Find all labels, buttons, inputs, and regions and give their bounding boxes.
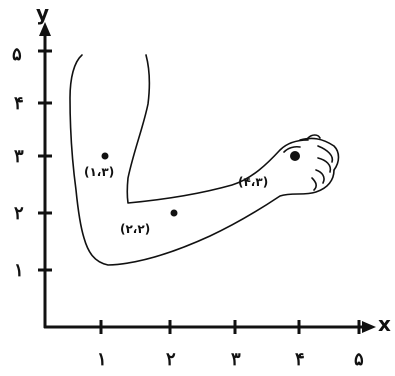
y-tick-label-1: ۱ xyxy=(14,260,24,281)
y-tick-label-2: ۲ xyxy=(14,203,24,224)
x-tick-label-3: ۳ xyxy=(231,349,241,370)
point-label-1-3: (۱،۳) xyxy=(84,165,114,179)
y-axis-name: y xyxy=(36,1,49,25)
x-axis-arrow-icon xyxy=(362,321,376,333)
x-tick-label-2: ۲ xyxy=(166,349,176,370)
x-tick-label-4: ۴ xyxy=(295,349,305,370)
y-tick-label-4: ۴ xyxy=(14,93,24,114)
y-tick-label-5: ۵ xyxy=(12,44,22,65)
arm-outline-icon xyxy=(70,55,339,265)
x-tick-label-5: ۵ xyxy=(354,349,364,370)
x-axis-name: x xyxy=(378,312,391,336)
y-tick-label-3: ۳ xyxy=(14,146,24,167)
point-marker-4-3 xyxy=(290,151,300,161)
point-marker-2-2 xyxy=(171,210,178,217)
x-tick-label-1: ۱ xyxy=(97,349,107,370)
point-label-4-3: (۴،۳) xyxy=(238,175,268,189)
point-label-2-2: (۲،۲) xyxy=(120,222,150,236)
point-marker-1-3 xyxy=(102,153,109,160)
